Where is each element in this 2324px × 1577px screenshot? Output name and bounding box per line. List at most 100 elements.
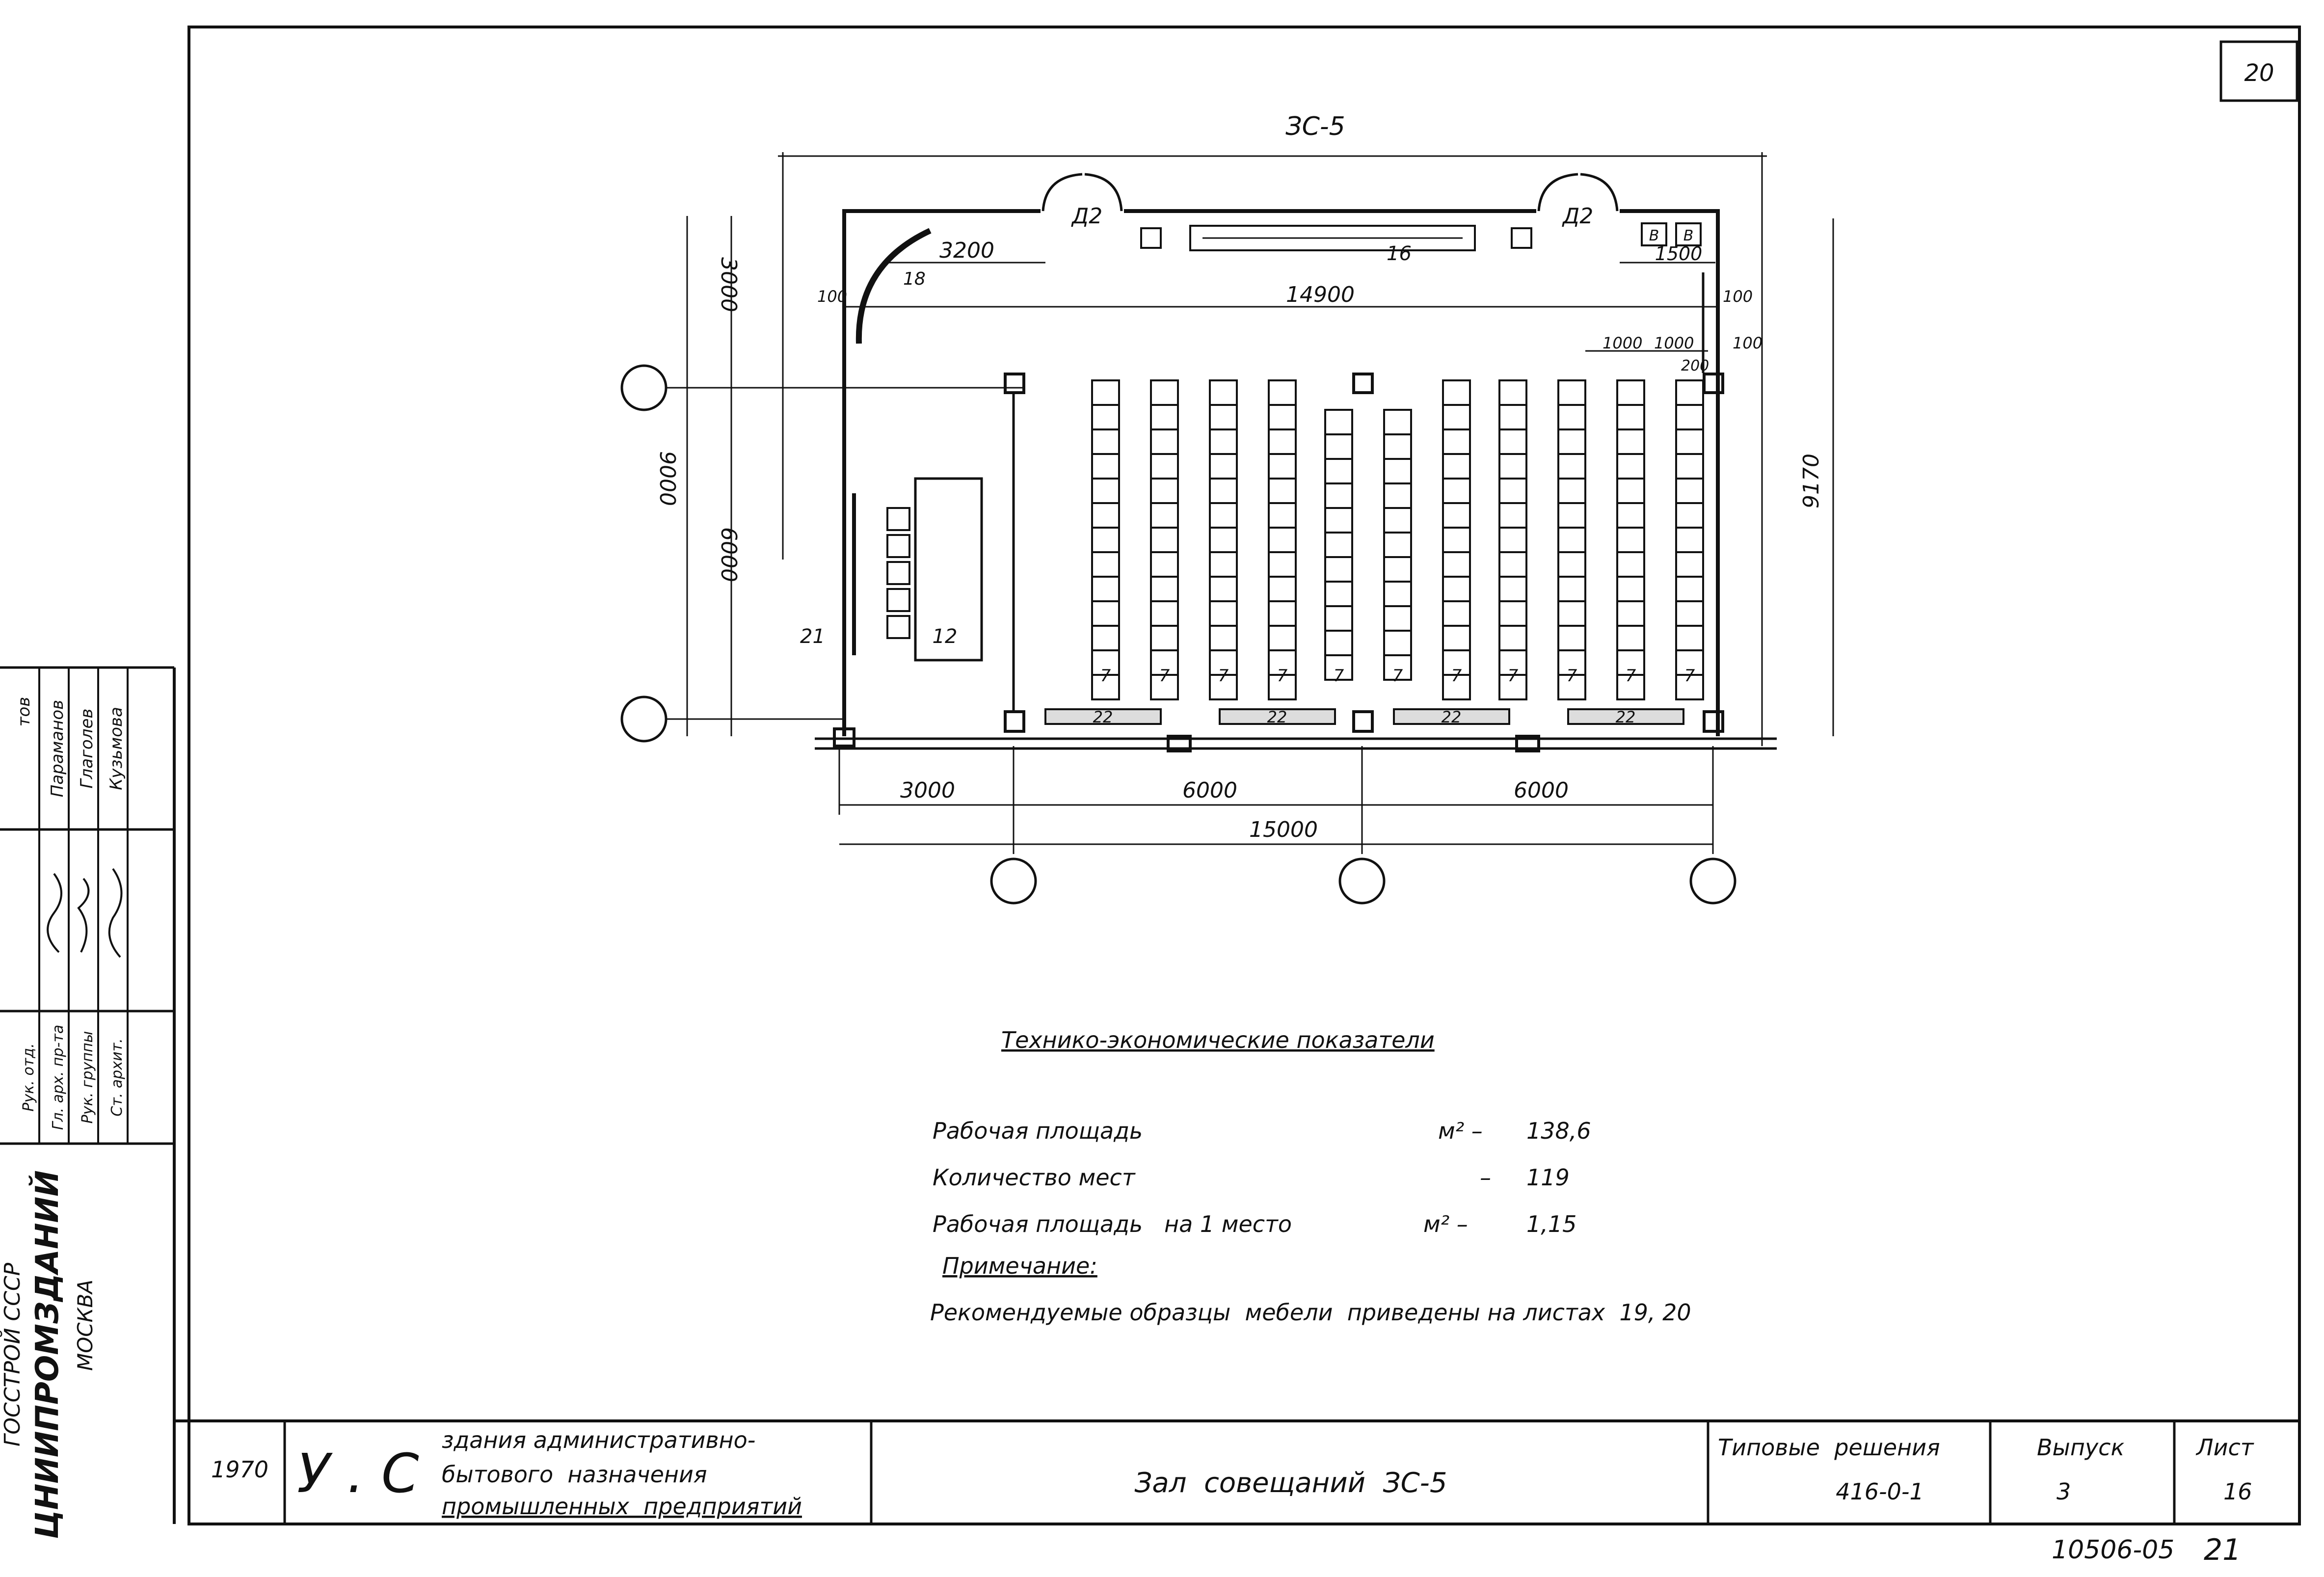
- audience-chair: [1324, 507, 1353, 534]
- audience-chair: [1616, 379, 1645, 406]
- audience-chair: [1091, 428, 1120, 455]
- axis-marker: [1338, 857, 1386, 905]
- audience-chair: [1616, 600, 1645, 627]
- indicator-unit: –: [1480, 1164, 1491, 1191]
- audience-chair: [1091, 600, 1120, 627]
- audience-chair: [1442, 674, 1471, 700]
- audience-chair: [1383, 605, 1412, 632]
- audience-chair: [1557, 478, 1586, 504]
- screen-rail: [1189, 225, 1476, 251]
- sheet-frame: [187, 26, 2301, 1525]
- axis-marker: [620, 364, 668, 411]
- room-code: ЗС-5: [1285, 112, 1345, 141]
- audience-chair: [1150, 502, 1179, 529]
- audience-chair: [1209, 674, 1238, 700]
- audience-chair: [1268, 625, 1297, 651]
- callout-chair: 7: [1100, 666, 1111, 686]
- audience-chair: [1324, 458, 1353, 484]
- audience-chair: [1268, 600, 1297, 627]
- callout-chair: 7: [1218, 666, 1229, 686]
- dim-100-right-1: 100: [1723, 287, 1753, 306]
- audience-chair: [1675, 453, 1704, 480]
- audience-chair: [1383, 482, 1412, 509]
- tb-issue-label: Выпуск: [2037, 1434, 2124, 1461]
- indicators-title: Технико-экономические показатели: [1001, 1027, 1435, 1053]
- audience-chair: [1383, 581, 1412, 607]
- audience-chair: [1268, 674, 1297, 700]
- audience-chair: [1091, 674, 1120, 700]
- callout-chair: 7: [1277, 666, 1288, 686]
- audience-chair: [1675, 404, 1704, 430]
- audience-chair: [1498, 453, 1527, 480]
- audience-chair: [1675, 551, 1704, 578]
- tb-standard-label: Типовые решения: [1718, 1434, 1940, 1461]
- audience-chair: [1557, 625, 1586, 651]
- indicators: Технико-экономические показатели Рабочая…: [930, 1027, 1691, 1326]
- audience-chair: [1616, 551, 1645, 578]
- audience-chair: [1091, 379, 1120, 406]
- org-city: МОСКВА: [73, 1280, 97, 1371]
- axis-marker: [1689, 857, 1736, 905]
- audience-chair: [1675, 625, 1704, 651]
- audience-chair: [1498, 674, 1527, 700]
- dim-100-left: 100: [817, 287, 847, 306]
- audience-chair: [1498, 428, 1527, 455]
- presidium-chairs: [886, 507, 910, 639]
- audience-chair: [1557, 379, 1586, 406]
- audience-chair: [1498, 502, 1527, 529]
- audience-chair: [1498, 625, 1527, 651]
- audience-chair: [1324, 605, 1353, 632]
- audience-chair: [1091, 502, 1120, 529]
- audience-chair: [1557, 576, 1586, 602]
- side-stamp: тов Параманов Глаголев Кузьмова Рук. отд…: [0, 666, 176, 1539]
- stamp-name: Параманов: [48, 700, 67, 797]
- audience-chair: [1442, 404, 1471, 430]
- audience-chair: [1268, 576, 1297, 602]
- audience-chair: [1557, 428, 1586, 455]
- callout-screen-rail: 16: [1387, 242, 1412, 265]
- radiators: 22 22 22 22: [1044, 708, 1684, 726]
- tb-standard-code: 416-0-1: [1836, 1478, 1924, 1505]
- audience-chair: [1383, 532, 1412, 558]
- audience-chair: [1383, 433, 1412, 460]
- signature: [47, 873, 62, 953]
- tb-sheet-label: Лист: [2195, 1434, 2254, 1461]
- audience-chair: [1498, 379, 1527, 406]
- audience-chair: [1383, 654, 1412, 681]
- callout-curtain-rail: 18: [903, 269, 926, 289]
- audience-chair: [1324, 482, 1353, 509]
- audience-chair: [1675, 502, 1704, 529]
- audience-chair: [1209, 600, 1238, 627]
- callout-chair: 7: [1451, 666, 1462, 686]
- audience-chair: [1324, 556, 1353, 583]
- room-wall: [1620, 209, 1720, 736]
- audience-chair: [1498, 551, 1527, 578]
- indicator-value: 138,6: [1526, 1118, 1591, 1144]
- door-left: Д2: [1042, 173, 1123, 229]
- audience-chair: [1442, 453, 1471, 480]
- title-block: 1970 У . С здания административно- бытов…: [174, 1419, 2299, 1567]
- audience-chair: [1268, 502, 1297, 529]
- audience-chair: [1557, 527, 1586, 553]
- audience-chair: [1150, 453, 1179, 480]
- indicator-unit: м² –: [1438, 1118, 1483, 1144]
- axis-marker: [620, 695, 668, 743]
- audience-chair: [1209, 453, 1238, 480]
- wall-cabinet: [1140, 227, 1162, 249]
- audience-chair: [1616, 674, 1645, 700]
- audience-chair: [1324, 581, 1353, 607]
- audience-chair: [1268, 453, 1297, 480]
- callout-chair: 7: [1684, 666, 1695, 686]
- audience-chair: [1091, 478, 1120, 504]
- dim-100-right-2: 100: [1733, 334, 1763, 352]
- audience-chair: [1150, 625, 1179, 651]
- audience-chair: [1557, 551, 1586, 578]
- door-label: Д2: [1562, 204, 1593, 229]
- callout-radiator: 22: [1093, 708, 1113, 726]
- callout-table: 12: [933, 625, 958, 648]
- org-top: ГОССТРОЙ СССР: [0, 1262, 25, 1446]
- indicator-unit: м² –: [1423, 1211, 1468, 1237]
- corner-mark-box: [1675, 222, 1702, 246]
- corner-mark-box: [1641, 222, 1667, 246]
